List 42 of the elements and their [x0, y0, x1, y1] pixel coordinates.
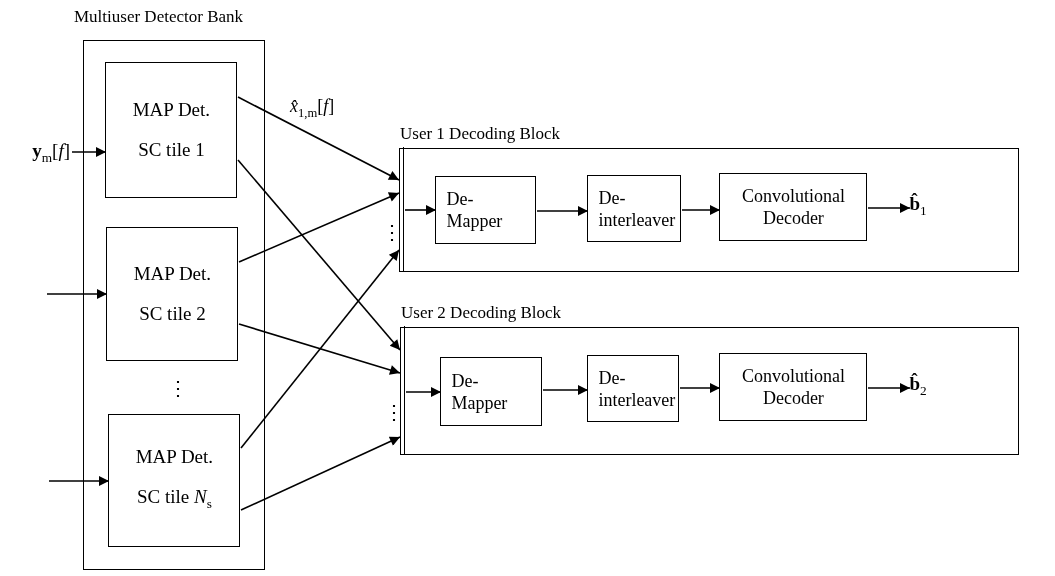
box-text: MAP Det.	[133, 263, 212, 286]
arrow	[237, 96, 400, 181]
edge-label: x̂$_{1,m}$[f]	[290, 96, 335, 121]
ellipsis-label: ⋮	[168, 378, 188, 398]
arrow	[405, 387, 442, 397]
signal-label: b̂$_{1}$	[909, 193, 950, 222]
process-box: Convolutional Decoder	[719, 353, 868, 422]
arrow	[867, 383, 911, 393]
arrow	[679, 383, 721, 393]
box-text: MAP Det.	[135, 446, 214, 469]
arrow	[48, 476, 110, 486]
box-text: MAP Det.	[132, 99, 211, 122]
arrow	[542, 385, 589, 395]
arrow	[71, 147, 107, 157]
arrow	[240, 436, 401, 511]
detector-box	[108, 414, 241, 548]
arrow	[238, 192, 400, 263]
process-box: De- Mapper	[440, 357, 543, 427]
arrow	[536, 206, 589, 216]
ellipsis-label: ⋮	[384, 402, 404, 422]
arrow	[240, 249, 400, 449]
ellipsis-label: ⋮	[382, 222, 402, 242]
process-box: De- interleaver	[587, 355, 680, 423]
arrow	[404, 205, 437, 215]
arrow	[238, 323, 401, 375]
signal-label: y$_{m}$[f]	[10, 140, 70, 166]
box-text: SC tile 2	[139, 303, 206, 326]
detector-box	[106, 227, 239, 362]
arrow	[681, 205, 721, 215]
arrow	[46, 289, 108, 299]
box-text: SC tile N$_{s}$	[136, 486, 212, 514]
process-box: De- Mapper	[435, 176, 537, 245]
arrow	[237, 159, 401, 351]
detector-box	[105, 62, 238, 199]
signal-label: b̂$_{2}$	[909, 373, 950, 402]
process-box: Convolutional Decoder	[719, 173, 868, 242]
block-heading: User 1 Decoding Block	[400, 124, 561, 144]
box-text: SC tile 1	[138, 139, 205, 162]
block-heading: User 2 Decoding Block	[401, 303, 562, 323]
process-box: De- interleaver	[587, 175, 682, 243]
arrow	[867, 203, 911, 213]
block-heading: Multiuser Detector Bank	[74, 7, 243, 27]
